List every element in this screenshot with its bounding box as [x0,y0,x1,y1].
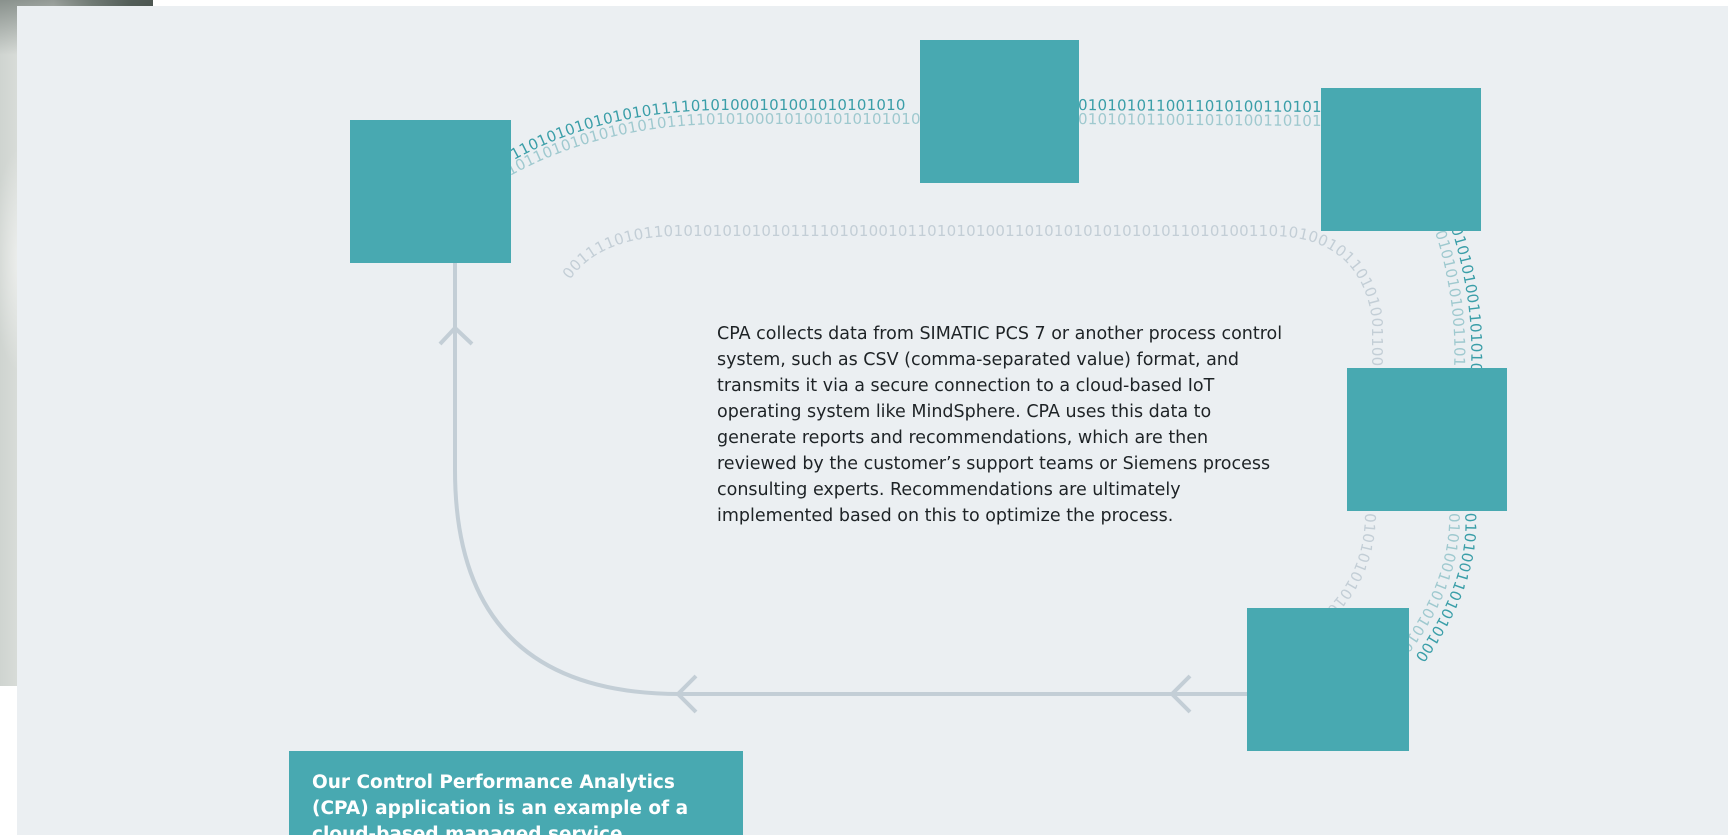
cpa-description: CPA collects data from SIMATIC PCS 7 or … [717,324,1283,526]
binary-stream-top-left-faded: 1011010101010101011110101000101001010101… [503,110,920,179]
left-arrow-icon [676,674,698,714]
left-arrow-icon [1170,674,1192,714]
node-data-collection [920,40,1079,183]
node-process-control-system [350,120,511,263]
up-arrow-icon [438,326,474,346]
node-cloud-platform [1321,88,1481,231]
node-reports [1347,368,1507,511]
flow-loop-line [453,248,1252,696]
binary-stream-inner-loop: 0011110101101010101010101111010100101101… [0,0,1386,366]
callout-text: Our Control Performance Analytics (CPA) … [312,772,689,835]
binary-stream-right-column: 01010100110101010 [0,0,1485,373]
node-experts-review [1247,608,1409,751]
callout-box: Our Control Performance Analytics (CPA) … [289,751,743,835]
